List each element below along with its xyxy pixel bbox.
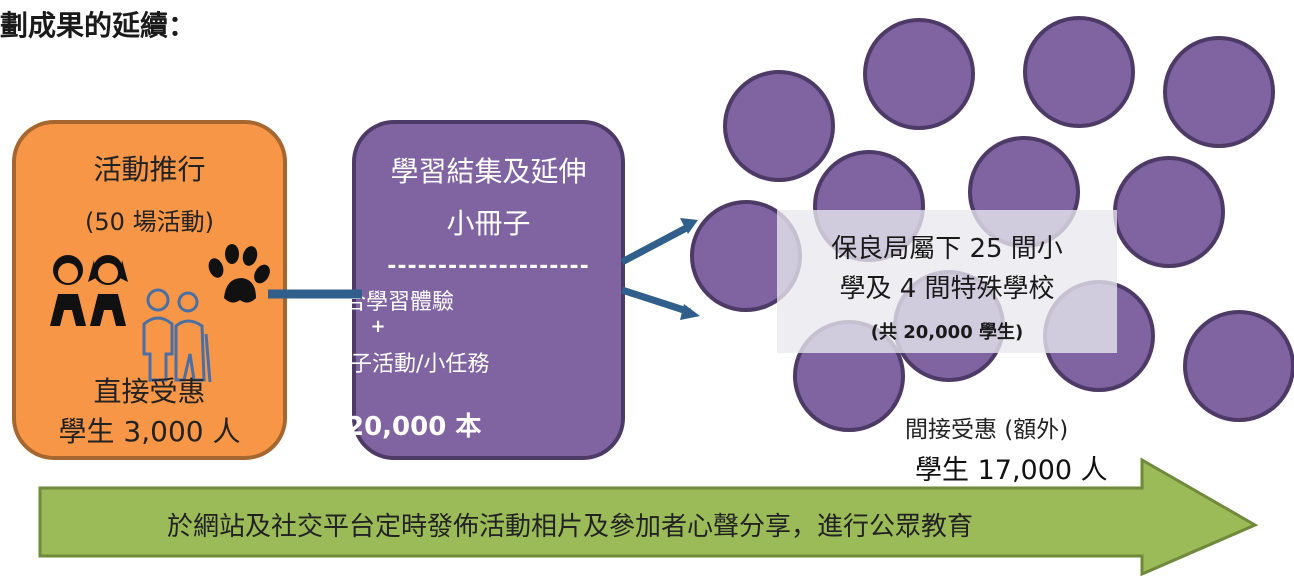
booklet-plus: + [370,316,386,337]
schools-line-1: 保良局屬下 25 間小 [831,234,1063,264]
arrow-booklet-to-schools-lower [620,286,692,316]
activity-title: 活動推行 [93,153,206,186]
school-circle [1023,16,1135,128]
booklet-title-line1: 學習結集及延伸 [390,155,587,188]
page-title: 劃成果的延續： [0,9,197,42]
booklet-copies: 20,000 本 [346,412,482,442]
paw-icon [208,244,270,303]
indirect-beneficiary-count: 學生 17,000 人 [915,455,1108,486]
arrow-booklet-to-schools-upper [620,222,692,266]
direct-beneficiary-label: 直接受惠 [93,375,206,408]
school-circle [863,18,975,130]
green-arrow-banner [38,457,1259,577]
booklet-item-2: 子活動/小任務 [350,352,490,377]
direct-beneficiary-count: 學生 3,000 人 [58,415,241,448]
booklet-box: 學習結集及延伸 小冊子 -------------------- 結合學習體驗 … [322,120,625,460]
activity-box: 活動推行 (50 場活動) 直接受惠 學生 3,000 人 [12,120,287,460]
school-circle [1113,156,1225,268]
arrowhead-upper [680,218,698,234]
arrowhead-lower [680,304,700,320]
indirect-beneficiary-label: 間接受惠 (額外) [905,417,1069,443]
schools-line-2: 學及 4 間特殊學校 [839,274,1055,304]
banner-text: 於網站及社交平台定時發佈活動相片及參加者心聲分享，進行公眾教育 [166,512,973,542]
school-circle [723,70,835,182]
school-circle [1183,310,1294,422]
elderly-couple-icon [142,288,212,383]
school-circle [1163,36,1275,148]
children-icon [50,255,128,326]
activity-subtitle: (50 場活動) [85,208,214,236]
schools-line-3: (共 20,000 學生) [870,322,1024,343]
schools-overlay [777,210,1117,353]
booklet-divider: -------------------- [387,254,590,279]
booklet-title-line2: 小冊子 [446,207,531,240]
